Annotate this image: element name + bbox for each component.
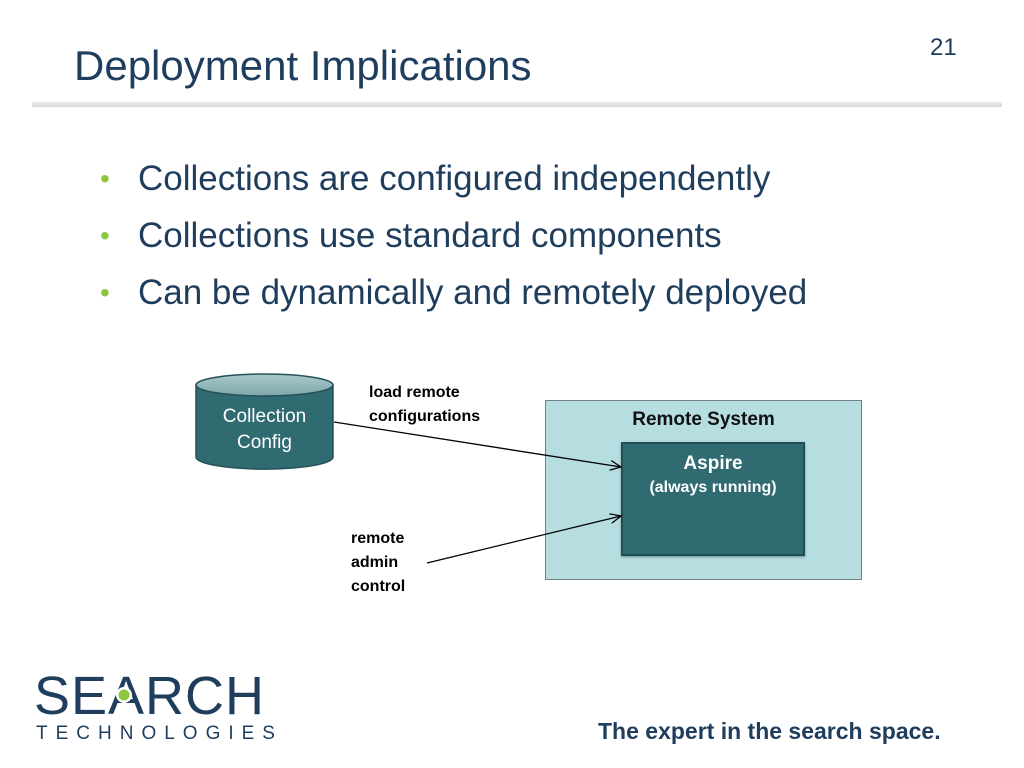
annotation-line: admin <box>351 554 399 571</box>
logo-wordmark: SEARCH <box>34 666 266 726</box>
logo-leaf-icon <box>116 687 132 703</box>
aspire-box <box>621 442 805 556</box>
annotation-line: remote <box>351 530 405 547</box>
bullet-item: • Can be dynamically and remotely deploy… <box>100 264 807 321</box>
bullet-item: • Collections are configured independent… <box>100 150 807 207</box>
remote-system-label: Remote System <box>632 409 775 430</box>
slide-title: Deployment Implications <box>74 42 532 89</box>
tagline: The expert in the search space. <box>598 718 941 744</box>
annotation-line: control <box>351 578 406 595</box>
bullet-text: Collections are configured independently <box>138 158 771 198</box>
bullet-list: • Collections are configured independent… <box>100 150 807 321</box>
page-number: 21 <box>930 34 957 61</box>
bullet-item: • Collections use standard components <box>100 207 807 264</box>
bullet-text: Can be dynamically and remotely deployed <box>138 272 808 312</box>
annotation-line: configurations <box>369 408 481 425</box>
bullet-dot-icon: • <box>100 162 110 194</box>
database-label-line: Config <box>237 432 292 453</box>
annotation-line: load remote <box>369 384 460 401</box>
database-label-line: Collection <box>222 406 307 427</box>
admin-annotation: remote admin control <box>351 527 405 599</box>
bullet-dot-icon: • <box>100 219 110 251</box>
logo-subtitle: TECHNOLOGIES <box>36 723 283 744</box>
aspire-name: Aspire <box>683 453 743 474</box>
load-annotation: load remote configurations <box>369 381 480 429</box>
database-cylinder-icon <box>195 373 334 470</box>
database-label: Collection Config <box>195 404 334 456</box>
bullet-text: Collections use standard components <box>138 215 722 255</box>
aspire-subtitle: (always running) <box>649 479 777 496</box>
title-divider <box>32 102 1002 107</box>
bullet-dot-icon: • <box>100 276 110 308</box>
